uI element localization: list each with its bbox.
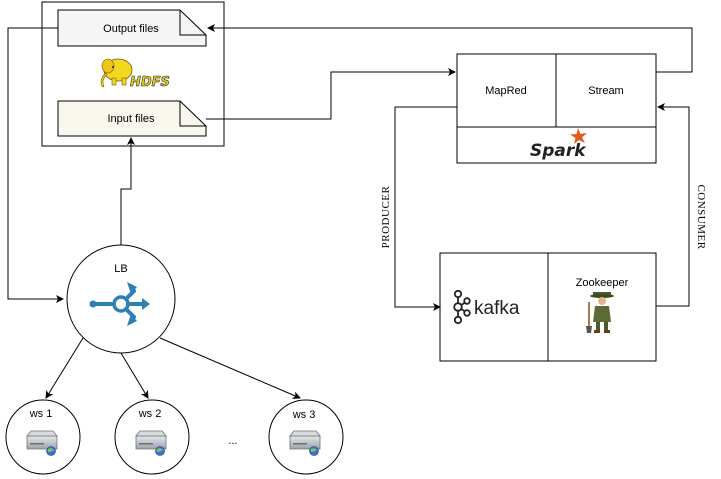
load-balancer-icon bbox=[89, 282, 150, 326]
edge-spark-to-output[interactable] bbox=[207, 24, 693, 73]
server-ellipsis: ... bbox=[228, 435, 237, 447]
server-label: ws 3 bbox=[292, 409, 316, 421]
server-icon bbox=[135, 430, 167, 450]
spark-star-icon bbox=[570, 128, 587, 144]
zookeeper-node[interactable]: Zookeeper bbox=[576, 277, 629, 333]
server-node-1[interactable]: ws 1 bbox=[5, 399, 81, 475]
edge-lb-to-input[interactable] bbox=[120, 137, 135, 245]
zookeeper-label: Zookeeper bbox=[576, 277, 629, 289]
input-files-label: Input files bbox=[107, 113, 155, 125]
server-node-2[interactable]: ws 2 bbox=[114, 399, 190, 475]
edge-output-to-lb[interactable] bbox=[7, 27, 64, 303]
spark-container: MapRed Stream Spark bbox=[456, 53, 657, 164]
lb-node[interactable]: LB bbox=[66, 244, 176, 354]
globe-icon bbox=[46, 446, 56, 456]
zookeeper-icon bbox=[586, 292, 614, 333]
kafka-logo-text: kafka bbox=[474, 298, 520, 319]
server-node-3[interactable]: ws 3 bbox=[268, 399, 344, 475]
mapred-label: MapRed bbox=[485, 85, 527, 97]
server-icon bbox=[289, 430, 321, 450]
edges bbox=[7, 24, 693, 399]
server-icon bbox=[26, 430, 58, 450]
globe-icon bbox=[309, 446, 319, 456]
kafka-icon bbox=[453, 289, 471, 325]
spark-logo: Spark bbox=[530, 128, 587, 161]
input-files-node[interactable]: Input files bbox=[57, 100, 207, 137]
server-label: ws 1 bbox=[29, 408, 53, 420]
stream-label: Stream bbox=[588, 85, 623, 97]
kafka-node[interactable]: kafka bbox=[453, 289, 520, 325]
mapred-node[interactable]: MapRed bbox=[457, 54, 556, 127]
server-label: ws 2 bbox=[138, 408, 162, 420]
output-files-label: Output files bbox=[103, 23, 159, 35]
hdfs-logo: HDFS bbox=[100, 58, 170, 90]
kafka-container: kafka Zookeeper bbox=[439, 252, 657, 362]
hdfs-logo-text: HDFS bbox=[130, 75, 170, 90]
output-files-node[interactable]: Output files bbox=[57, 9, 207, 47]
lb-label: LB bbox=[114, 263, 127, 275]
elephant-icon bbox=[100, 58, 133, 88]
hdfs-container: Output files HDFS Input files bbox=[41, 1, 225, 147]
consumer-edge-label: CONSUMER bbox=[695, 184, 707, 249]
stream-node[interactable]: Stream bbox=[556, 54, 656, 127]
edge-lb-to-ws3[interactable] bbox=[159, 337, 301, 399]
edge-lb-to-ws2[interactable] bbox=[120, 352, 149, 399]
edge-consumer[interactable] bbox=[656, 103, 690, 307]
edge-input-to-spark[interactable] bbox=[206, 68, 456, 120]
edge-lb-to-ws1[interactable] bbox=[45, 337, 84, 399]
edge-producer[interactable] bbox=[394, 106, 457, 311]
producer-edge-label: PRODUCER bbox=[380, 186, 392, 249]
globe-icon bbox=[155, 446, 165, 456]
spark-logo-text: Spark bbox=[530, 141, 587, 161]
